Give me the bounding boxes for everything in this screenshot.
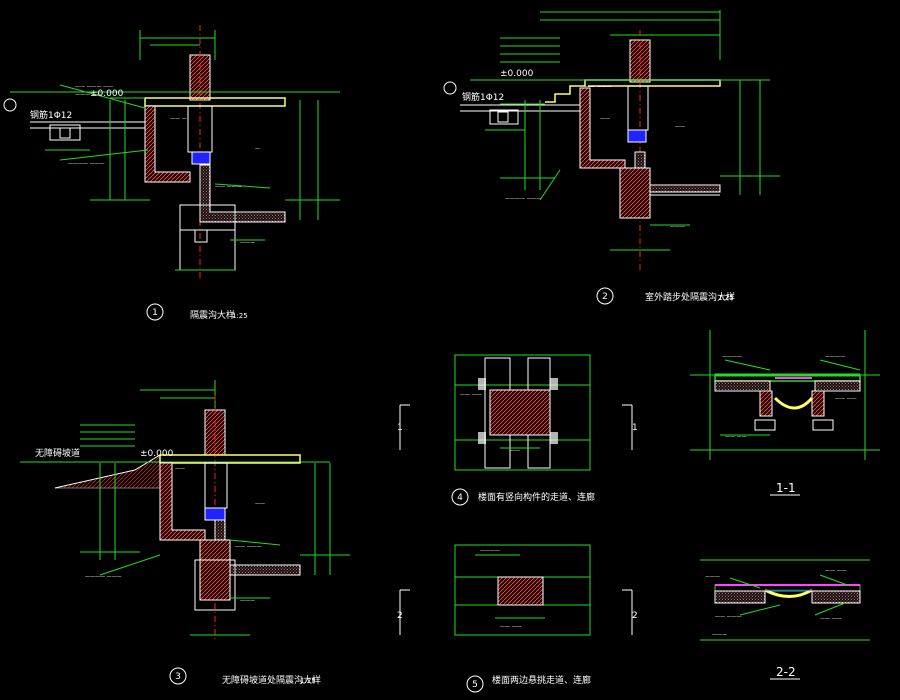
- svg-text:—— ———: —— ———: [585, 84, 612, 90]
- detail-5-title: 楼面两边悬挑走道、连廊: [492, 674, 591, 686]
- detail-3-number: 3: [175, 672, 181, 682]
- detail-1-number: 1: [152, 308, 158, 318]
- detail-4-number-circle: [451, 488, 469, 506]
- detail-2-number: 2: [602, 292, 608, 302]
- marker-right-1: 1: [632, 423, 638, 433]
- svg-text:—— ——: —— ——: [835, 396, 857, 402]
- svg-text:—— ——: —— ——: [820, 616, 842, 622]
- detail-1-drawing: —— ——— —— ——— —— ———— ——— —— ——— ——— — —…: [3, 25, 340, 280]
- detail-2-scale: 1:25: [718, 294, 734, 302]
- section-1-1-drawing: ———— ———— —— —— —— ——: [690, 330, 880, 460]
- svg-text:—— —: —— —: [170, 116, 187, 122]
- detail-2-drawing: —— ——— —— —— ———— ——— ———: [443, 10, 780, 270]
- detail-3-title: 无障碍坡道处隔震沟大样: [222, 674, 321, 686]
- svg-text:————: ————: [825, 354, 845, 360]
- detail-2-number-circle: [596, 287, 614, 305]
- detail-1-elevation: ±0.000: [90, 89, 124, 99]
- detail-5-number-circle: [466, 675, 484, 693]
- detail-4-number: 4: [457, 493, 463, 503]
- svg-text:—— ——: —— ——: [725, 434, 747, 440]
- svg-text:—— ——: —— ——: [825, 568, 847, 574]
- svg-text:————: ————: [480, 548, 500, 554]
- section-1-1-title: 1-1: [776, 481, 796, 495]
- marker-left-2: 2: [397, 611, 403, 621]
- detail-5-number: 5: [472, 680, 478, 690]
- svg-text:—— ——: —— ——: [500, 624, 522, 630]
- detail-3-scale: 1:25: [300, 677, 316, 685]
- detail-1-title: 隔震沟大样: [190, 309, 235, 321]
- section-2-2-drawing: ——— —— —— —— ——— —— —— ———: [700, 559, 870, 641]
- svg-text:————: ————: [722, 354, 742, 360]
- svg-text:—— ———: —— ———: [235, 544, 262, 550]
- svg-text:———— ———: ———— ———: [85, 574, 122, 580]
- detail-2-steel-note: 钢筋1Φ12: [462, 91, 504, 103]
- svg-text:—— ——— ——: —— ——— ——: [75, 84, 113, 90]
- svg-text:——: ——: [600, 116, 610, 122]
- marker-left-1: 1: [397, 423, 403, 433]
- marker-right-2: 2: [632, 611, 638, 621]
- svg-text:———: ———: [240, 598, 255, 604]
- section-2-2-title: 2-2: [776, 665, 796, 679]
- detail-3-ramp-label: 无障碍坡道: [35, 447, 80, 459]
- detail-4-drawing: —— —— ——: [399, 354, 633, 471]
- detail-3-elevation: ±0.000: [140, 449, 174, 459]
- detail-2-elevation: ±0.000: [500, 69, 534, 79]
- detail-1-number-circle: [146, 303, 164, 321]
- detail-2-title: 室外踏步处隔震沟大样: [645, 291, 735, 303]
- detail-5-drawing: ———— —— ——: [399, 544, 633, 636]
- svg-text:—— ———: —— ———: [215, 184, 242, 190]
- detail-3-number-circle: [169, 667, 187, 685]
- svg-text:——: ——: [255, 501, 265, 507]
- svg-text:——: ——: [175, 466, 185, 472]
- svg-text:—— ——: —— ——: [460, 392, 482, 398]
- detail-1-steel-note: 钢筋1Φ12: [30, 109, 72, 121]
- detail-3-drawing: —— —— ——— ——— —— ———— ———: [20, 380, 350, 640]
- svg-text:—— ———: —— ———: [715, 614, 742, 620]
- svg-text:———: ———: [705, 574, 720, 580]
- svg-text:———: ———: [712, 632, 727, 638]
- detail-1-scale: 1:25: [232, 312, 248, 320]
- detail-4-title: 楼面有竖向构件的走道、连廊: [478, 491, 595, 503]
- svg-text:———: ———: [240, 240, 255, 246]
- svg-text:——: ——: [510, 448, 520, 454]
- svg-text:———— ———: ———— ———: [68, 161, 105, 167]
- svg-text:——: ——: [675, 124, 685, 130]
- svg-text:—: —: [255, 146, 260, 152]
- svg-text:——— ——: ——— ——: [75, 92, 102, 98]
- svg-text:———— ———: ———— ———: [505, 196, 542, 202]
- svg-text:———: ———: [670, 224, 685, 230]
